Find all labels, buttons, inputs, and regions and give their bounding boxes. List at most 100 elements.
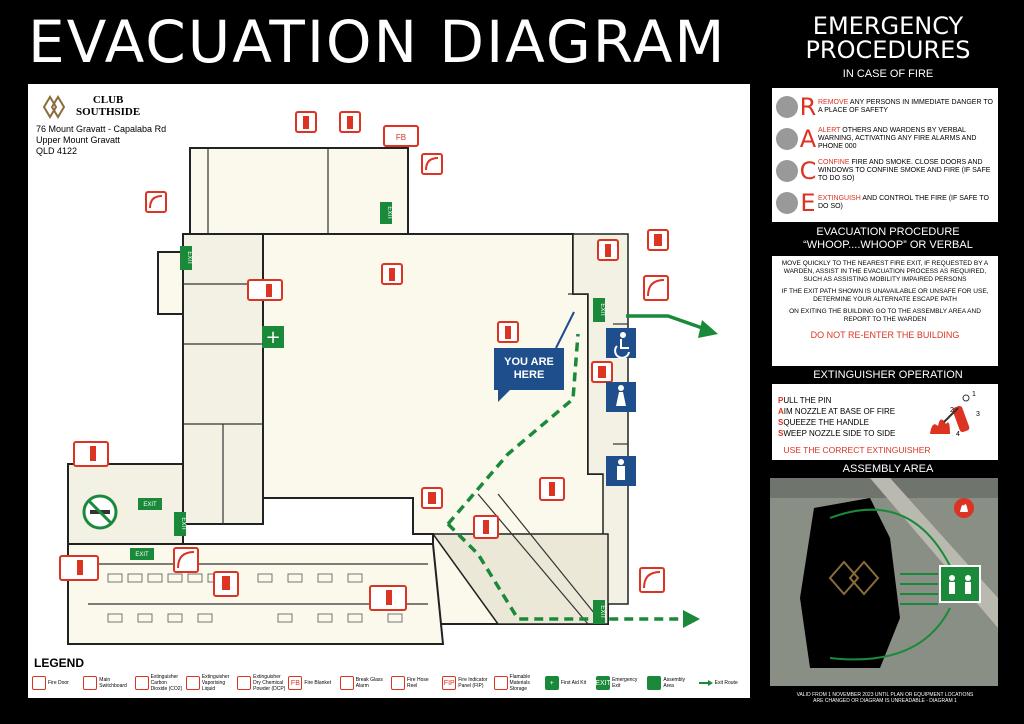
- assembly-aerial: [770, 478, 998, 686]
- evacuation-step-1: MOVE QUICKLY TO THE NEAREST FIRE EXIT, I…: [781, 260, 989, 283]
- pass-key: A: [778, 407, 784, 416]
- procedures-title: EMERGENCY PROCEDURES: [768, 14, 1008, 62]
- fire-hose-marker: [647, 229, 669, 251]
- extinguisher-marker: [473, 515, 499, 539]
- co2-extinguisher-marker: [247, 279, 283, 301]
- fire-blanket-icon: FB: [288, 676, 303, 690]
- race-description: ANY PERSONS IN IMMEDIATE DANGER TO A PLA…: [818, 99, 993, 114]
- legend-item: Main Switchboard: [83, 672, 132, 694]
- legend-label: First Aid Kit: [560, 680, 587, 686]
- exit-sign-east: [593, 298, 605, 322]
- extinguisher-marker: [539, 477, 565, 501]
- dcp-extinguisher-icon: [237, 676, 252, 690]
- pass-rest: IM NOZZLE AT BASE OF FIRE: [783, 407, 896, 416]
- legend-label: Fire Indicator Panel (FIP): [458, 677, 488, 689]
- fip-icon: FIP: [442, 676, 457, 690]
- assembly-area-map: [770, 478, 998, 686]
- extinguisher-step-number: 2: [950, 407, 954, 414]
- pass-step: SWEEP NOZZLE SIDE TO SIDE: [778, 429, 895, 438]
- exit-sign-label: EXIT: [599, 303, 605, 317]
- legend-item: Flamable Materials Storage: [493, 672, 543, 694]
- legend-label: Fire Door: [48, 680, 69, 686]
- extinguisher-marker: [381, 263, 403, 285]
- extinguisher-marker: [369, 585, 407, 611]
- exit-sign-label: EXIT: [180, 517, 186, 531]
- race-key: REMOVE: [818, 99, 849, 106]
- pass-rest: QUEEZE THE HANDLE: [783, 418, 869, 427]
- legend-label: Extinguisher Dry Chemical Powder (DCP): [253, 674, 286, 692]
- pass-key: S: [778, 418, 784, 427]
- exit-sign-label: EXIT: [186, 251, 192, 265]
- svg-text:+: +: [265, 327, 280, 348]
- evacuation-heading-line2: “WHOOP....WHOOP” OR VERBAL: [803, 239, 973, 251]
- race-text: ALERT OTHERS AND WARDENS BY VERBAL WARNI…: [818, 127, 996, 151]
- break-glass-marker: [213, 571, 239, 597]
- race-text: CONFINE FIRE AND SMOKE. CLOSE DOORS AND …: [818, 159, 996, 183]
- you-are-here-label: YOU ARE HERE: [494, 356, 564, 382]
- page-title: EVACUATION DIAGRAM: [28, 8, 727, 76]
- race-key: ALERT: [818, 127, 841, 134]
- extinguisher-marker: [497, 321, 519, 343]
- evacuation-heading: EVACUATION PROCEDURE “WHOOP....WHOOP” OR…: [768, 226, 1008, 252]
- exit-sign-top: [380, 202, 392, 224]
- legend-label: Fire Blanket: [304, 680, 332, 686]
- race-letter: E: [800, 189, 816, 217]
- evacuation-procedure: MOVE QUICKLY TO THE NEAREST FIRE EXIT, I…: [772, 256, 998, 366]
- procedures-title-line1: EMERGENCY: [812, 12, 964, 40]
- do-not-reenter-warning: DO NOT RE-ENTER THE BUILDING: [810, 330, 960, 340]
- break-glass-alarm-icon: [339, 676, 354, 690]
- exit-signs: [130, 202, 605, 624]
- fire-hose-reel-icon: [390, 676, 405, 690]
- pass-rest: WEEP NOZZLE SIDE TO SIDE: [783, 429, 896, 438]
- extinguisher-marker: [295, 111, 317, 133]
- validity-note: VALID FROM 1 NOVEMBER 2023 UNTIL PLAN OR…: [772, 692, 998, 704]
- co2-extinguisher-icon: [134, 676, 149, 690]
- legend-label: Main Switchboard: [99, 677, 127, 689]
- legend-label: Extinguisher Vaporising Liquid: [201, 674, 230, 692]
- pass-step: AIM NOZZLE AT BASE OF FIRE: [778, 407, 895, 416]
- no-smoking-icon: [82, 494, 118, 530]
- flammable-storage-icon: [493, 676, 508, 690]
- validity-line1: VALID FROM 1 NOVEMBER 2023 UNTIL PLAN OR…: [796, 692, 974, 698]
- address-line3: QLD 4122: [36, 146, 78, 156]
- exit-sign-southeast: [593, 600, 605, 624]
- race-text: EXTINGUISH AND CONTROL THE FIRE (IF SAFE…: [818, 195, 996, 211]
- legend-label: Fire Hose Reel: [406, 677, 429, 689]
- exit-sign-southwest: [174, 512, 186, 536]
- address-line2: Upper Mount Gravatt: [36, 135, 121, 145]
- correct-extinguisher-warning: USE THE CORRECT EXTINGUISHER: [783, 445, 931, 455]
- evacuation-step-3: ON EXITING THE BUILDING GO TO THE ASSEMB…: [789, 308, 981, 323]
- club-logo-mark: [42, 95, 66, 119]
- first-aid-icon: +: [544, 676, 559, 690]
- extinguisher-heading: EXTINGUISHER OPERATION: [813, 369, 963, 381]
- legend-label: Break Glass Alarm: [355, 677, 383, 689]
- race-key: CONFINE: [818, 159, 850, 166]
- fire-icon: [776, 192, 798, 214]
- race-text: REMOVE ANY PERSONS IN IMMEDIATE DANGER T…: [818, 99, 996, 115]
- legend-item: Exit Route: [698, 672, 748, 694]
- procedures-subtitle: IN CASE OF FIRE: [842, 68, 934, 80]
- pass-step: SQUEEZE THE HANDLE: [778, 418, 869, 427]
- exit-sign-label: EXIT: [599, 605, 605, 619]
- legend-item: Break Glass Alarm: [339, 672, 389, 694]
- assembly-heading: ASSEMBLY AREA: [842, 463, 934, 475]
- pass-step: PULL THE PIN: [778, 396, 831, 405]
- address-line1: 76 Mount Gravatt - Capalaba Rd: [36, 124, 167, 134]
- extinguisher-step-number: 4: [956, 431, 960, 438]
- extinguisher-marker: [597, 239, 619, 261]
- pass-rest: ULL THE PIN: [783, 396, 832, 405]
- fire-door-marker: [639, 567, 665, 593]
- legend-item: Fire Hose Reel: [390, 672, 440, 694]
- amenity-icons: [606, 328, 636, 486]
- exit-sign-label: EXIT: [135, 552, 149, 558]
